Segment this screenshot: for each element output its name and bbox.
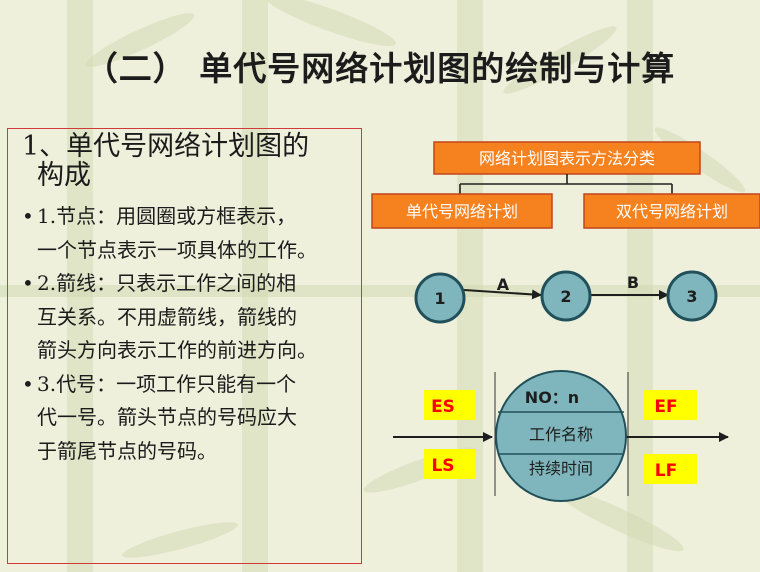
bullet-text: 3.代号：一项工作只能有一个: [37, 371, 297, 396]
bullet-list: •1.节点：用圆圈或方框表示， 一个节点表示一项具体的工作。 •2.箭线：只表示…: [22, 200, 360, 468]
ls-box: [424, 449, 476, 479]
heading-line-2: 构成: [37, 160, 91, 191]
classification-tree: 网络计划图表示方法分类 单代号网络计划 双代号网络计划: [371, 141, 760, 229]
arrow-a: [463, 289, 542, 300]
diagram: 网络计划图表示方法分类 单代号网络计划 双代号网络计划 A B 1 2 3 NO…: [371, 141, 760, 502]
node-2-label: 2: [560, 287, 571, 306]
classification-left-box: [371, 193, 553, 229]
tree-connector: [459, 174, 673, 194]
classification-left-label: 单代号网络计划: [406, 202, 518, 221]
network-example: A B 1 2 3: [414, 270, 718, 324]
heading-line-1: 1、单代号网络计划图的: [22, 131, 310, 162]
classification-right-label: 双代号网络计划: [616, 202, 728, 221]
text-frame: [7, 128, 362, 564]
bullet-dot-icon: •: [22, 204, 34, 228]
node-3-label: 3: [686, 287, 697, 306]
classification-root-label: 网络计划图表示方法分类: [479, 149, 655, 168]
bullet-dot-icon: •: [22, 371, 34, 396]
detail-node-duration: 持续时间: [529, 459, 593, 478]
detail-node-work-name: 工作名称: [529, 425, 593, 444]
es-box: [424, 390, 476, 420]
bullet-text: 互关系。不用虚箭线，箭线的: [37, 304, 297, 329]
es-label: ES: [431, 397, 455, 417]
page-title: （二） 单代号网络计划图的绘制与计算: [84, 49, 676, 88]
bullet-text: 代一号。箭头节点的号码应大: [37, 405, 297, 429]
detail-node-circle: [495, 370, 627, 502]
classification-right-box: [583, 193, 760, 229]
node-1-label: 1: [434, 289, 445, 308]
bullet-text: 于箭尾节点的号码。: [37, 438, 217, 463]
classification-root-box: [433, 141, 701, 175]
arrow-a-label: A: [497, 275, 510, 294]
node-3: [666, 270, 718, 322]
lf-label: LF: [655, 461, 677, 481]
ls-label: LS: [431, 456, 454, 476]
arrow-b-label: B: [627, 273, 639, 292]
section-heading: 1、单代号网络计划图的 构成: [22, 132, 352, 190]
node-detail: NO：n 工作名称 持续时间 ES LS EF LF: [393, 370, 729, 502]
node-2: [540, 270, 592, 322]
bullet-dot-icon: •: [22, 271, 34, 295]
detail-node-number: NO：n: [525, 388, 579, 407]
node-1: [414, 272, 466, 324]
bullet-text: 一个节点表示一项具体的工作。: [37, 237, 317, 262]
bullet-text: 箭头方向表示工作的前进方向。: [37, 338, 317, 362]
bullet-text: 1.节点：用圆圈或方框表示，: [37, 204, 297, 228]
bullet-arrow: •2.箭线：只表示工作之间的相 互关系。不用虚箭线，箭线的 箭头方向表示工作的前…: [22, 267, 360, 368]
bullet-code: •3.代号：一项工作只能有一个 代一号。箭头节点的号码应大 于箭尾节点的号码。: [22, 368, 360, 469]
lf-box: [643, 454, 697, 484]
ef-label: EF: [654, 397, 677, 417]
bullet-node: •1.节点：用圆圈或方框表示， 一个节点表示一项具体的工作。: [22, 200, 360, 267]
bullet-text: 2.箭线：只表示工作之间的相: [37, 271, 297, 295]
ef-box: [643, 390, 697, 420]
